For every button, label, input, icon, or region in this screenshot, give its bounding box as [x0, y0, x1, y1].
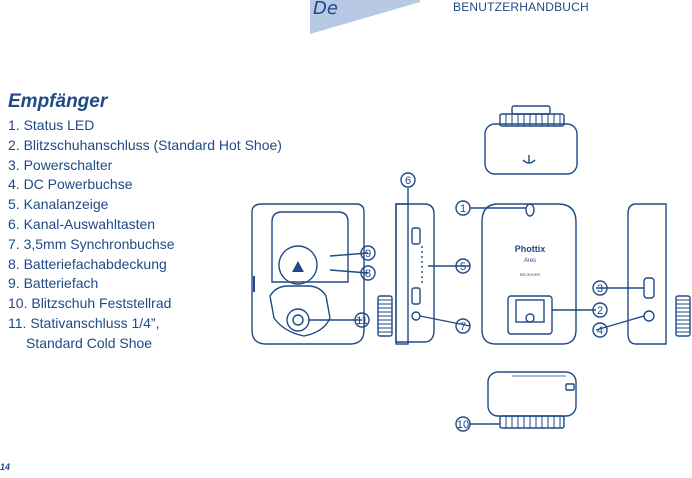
callout-4: 4: [597, 325, 603, 337]
list-item: 2. Blitzschuhanschluss (Standard Hot Sho…: [8, 136, 282, 153]
parts-list: 1. Status LED 2. Blitzschuhanschluss (St…: [8, 116, 282, 354]
callout-9: 9: [365, 248, 371, 260]
left-side-view: [377, 203, 435, 345]
list-item: 9. Batteriefach: [8, 275, 99, 292]
list-item: 11. Stativanschluss 1/4”,: [8, 314, 160, 331]
callout-8: 8: [365, 268, 371, 280]
manual-title: BENUTZERHANDBUCH: [453, 0, 589, 14]
list-item-continuation: Standard Cold Shoe: [26, 334, 153, 351]
callout-5: 5: [460, 261, 466, 273]
device-label: RECEIVER: [520, 272, 541, 277]
callout-10: 10: [457, 419, 469, 431]
callout-3: 3: [597, 283, 603, 295]
language-label: De: [313, 0, 338, 19]
list-item: 7. 3,5mm Synchronbuchse: [8, 235, 175, 252]
bottom-view: [487, 371, 577, 429]
list-item: 3. Powerschalter: [8, 156, 113, 173]
back-view: [251, 203, 365, 345]
callout-11: 11: [356, 315, 367, 327]
device-brand: Phottix: [515, 244, 546, 254]
page-number: 14: [0, 462, 11, 472]
list-item: 1. Status LED: [8, 117, 95, 133]
callout-6: 6: [405, 175, 411, 187]
list-item: 4. DC Powerbuchse: [8, 176, 133, 193]
callout-1: 1: [460, 203, 466, 215]
list-item: 8. Batteriefachabdeckung: [8, 255, 167, 272]
callout-7: 7: [460, 321, 466, 333]
right-side-view: [627, 203, 691, 345]
top-view: [484, 105, 578, 175]
front-view: [481, 203, 577, 345]
device-model: Ares: [523, 258, 536, 264]
list-item: 5. Kanalanzeige: [8, 196, 109, 213]
section-title: Empfänger: [8, 91, 108, 112]
list-item: 6. Kanal-Auswahltasten: [8, 215, 156, 232]
callout-2: 2: [597, 305, 603, 317]
language-tab: [310, 0, 420, 34]
list-item: 10. Blitzschuh Feststellrad: [8, 295, 172, 312]
